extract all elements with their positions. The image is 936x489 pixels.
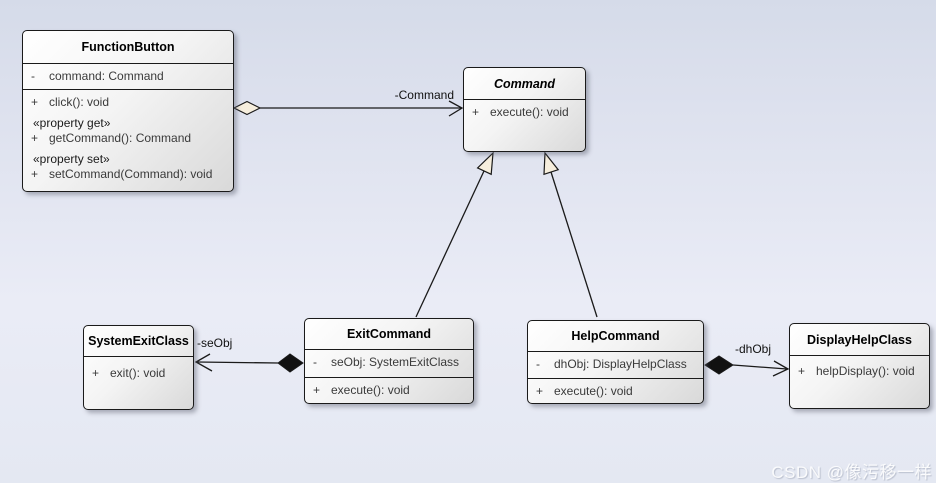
operation-row: + getCommand(): Command [23, 130, 233, 145]
open-arrowhead-icon [772, 360, 790, 377]
attributes-compartment: - dhObj: DisplayHelpClass [528, 352, 703, 379]
aggregation-diamond-icon [232, 100, 262, 116]
edge-label-dhobj: -dhObj [735, 342, 772, 356]
composition-diamond-icon [704, 355, 734, 375]
operations-compartment: + execute(): void [464, 100, 585, 151]
operation-text: exit(): void [110, 365, 166, 380]
visibility-sign: + [31, 130, 39, 145]
attributes-compartment: - command: Command [23, 64, 233, 90]
generalization-triangle-icon [476, 151, 494, 176]
attribute-text: command: Command [49, 68, 164, 83]
attribute-row: - seObj: SystemExitClass [305, 354, 473, 369]
edge-label-command: -Command [394, 88, 454, 102]
generalization-help-connector [543, 151, 598, 318]
attributes-compartment: - seObj: SystemExitClass [305, 350, 473, 378]
operations-compartment: + click(): void «property get» + getComm… [23, 90, 233, 191]
open-arrowhead-icon [194, 353, 213, 372]
operations-compartment: + helpDisplay(): void [790, 356, 929, 408]
composition-diamond-icon [277, 353, 304, 373]
class-exit-command: ExitCommand - seObj: SystemExitClass + e… [304, 318, 474, 404]
class-title: Command [464, 68, 585, 100]
operation-row: + click(): void [23, 94, 233, 109]
operation-text: helpDisplay(): void [816, 363, 915, 378]
open-arrowhead-icon [448, 100, 464, 117]
operation-text: execute(): void [490, 104, 569, 119]
visibility-sign: + [536, 383, 544, 398]
class-title: HelpCommand [528, 321, 703, 352]
operation-text: click(): void [49, 94, 110, 109]
visibility-sign: + [798, 363, 806, 378]
generalization-triangle-icon [543, 151, 560, 176]
class-display-help-class: DisplayHelpClass + helpDisplay(): void [789, 323, 930, 409]
class-title: SystemExitClass [84, 326, 193, 357]
visibility-sign: + [313, 382, 321, 397]
operation-text: execute(): void [331, 382, 410, 397]
class-title: ExitCommand [305, 319, 473, 350]
class-system-exit-class: SystemExitClass + exit(): void [83, 325, 194, 410]
operations-compartment: + execute(): void [305, 378, 473, 403]
csdn-watermark: CSDN @像污移一样 [771, 463, 932, 482]
operation-row: + setCommand(Command): void [23, 166, 233, 181]
bottom-white-strip [0, 483, 936, 489]
composition-dhobj-connector [704, 355, 790, 377]
operations-compartment: + exit(): void [84, 357, 193, 409]
class-title: DisplayHelpClass [790, 324, 929, 356]
aggregation-connector [232, 100, 464, 117]
operation-text: execute(): void [554, 383, 633, 398]
stereotype-label: «property get» [33, 116, 111, 130]
operation-row: + helpDisplay(): void [790, 363, 929, 378]
class-help-command: HelpCommand - dhObj: DisplayHelpClass + … [527, 320, 704, 404]
visibility-sign: - [313, 354, 317, 369]
operation-row: + execute(): void [528, 383, 703, 398]
attribute-text: dhObj: DisplayHelpClass [554, 356, 687, 371]
operation-row: + execute(): void [464, 104, 585, 119]
visibility-sign: + [31, 166, 39, 181]
operation-text: getCommand(): Command [49, 130, 192, 145]
generalization-exit-connector [415, 151, 494, 318]
attribute-row: - command: Command [23, 68, 233, 83]
composition-seobj-connector [194, 353, 304, 373]
visibility-sign: - [536, 356, 540, 371]
stereotype-label: «property set» [33, 152, 110, 166]
class-command: Command + execute(): void [463, 67, 586, 152]
operation-text: setCommand(Command): void [49, 166, 213, 181]
edge-label-seobj: -seObj [197, 336, 233, 350]
operation-row: + execute(): void [305, 382, 473, 397]
operation-row: + exit(): void [84, 365, 193, 380]
visibility-sign: + [472, 104, 480, 119]
visibility-sign: + [92, 365, 100, 380]
class-title: FunctionButton [23, 31, 233, 64]
visibility-sign: + [31, 94, 39, 109]
operations-compartment: + execute(): void [528, 379, 703, 403]
class-function-button: FunctionButton - command: Command + clic… [22, 30, 234, 192]
visibility-sign: - [31, 68, 35, 83]
attribute-row: - dhObj: DisplayHelpClass [528, 356, 703, 371]
attribute-text: seObj: SystemExitClass [331, 354, 460, 369]
